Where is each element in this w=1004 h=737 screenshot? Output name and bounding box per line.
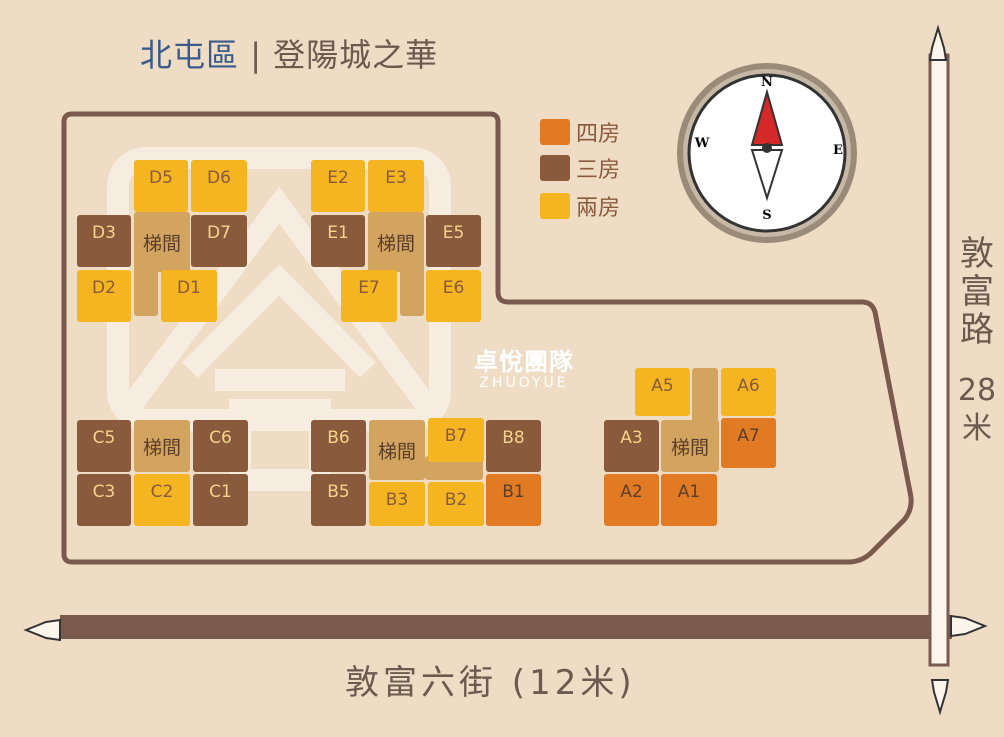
unit-d5: D5	[134, 160, 188, 212]
legend-swatch	[540, 193, 570, 219]
road-width-unit: 米	[962, 411, 992, 446]
compass-w: W	[694, 136, 710, 151]
stairwell-c: 梯間	[134, 420, 190, 472]
brand-watermark: 卓悅團隊 ZHUOYUE	[474, 342, 574, 391]
legend-four-room: 四房	[540, 116, 620, 148]
road-name-char: 路	[960, 310, 994, 350]
unit-a7: A7	[721, 418, 776, 468]
unit-e1: E1	[311, 215, 365, 267]
stairwell-e-corridor	[400, 268, 424, 316]
unit-e5: E5	[426, 215, 481, 267]
unit-b1: B1	[486, 474, 541, 526]
road-width-number: 28	[957, 373, 997, 408]
unit-a1: A1	[661, 474, 717, 526]
road-label-bottom: 敦富六街 (12米)	[345, 663, 636, 703]
road-dunfu-road	[928, 53, 950, 667]
brand-name-cn: 卓悅團隊	[474, 348, 574, 376]
unit-c5: C5	[77, 420, 131, 472]
unit-a5: A5	[635, 368, 690, 416]
legend-three-room: 三房	[540, 152, 620, 184]
unit-c3: C3	[77, 474, 131, 526]
legend-swatch	[540, 155, 570, 181]
unit-e3: E3	[368, 160, 424, 212]
unit-d2: D2	[77, 270, 131, 322]
unit-a3: A3	[604, 420, 659, 472]
legend-label: 四房	[576, 122, 621, 147]
unit-a6: A6	[721, 368, 776, 416]
unit-b7: B7	[428, 418, 484, 462]
unit-b3: B3	[369, 482, 425, 526]
unit-d1: D1	[161, 270, 217, 322]
unit-d3: D3	[77, 215, 131, 267]
site-boundary	[61, 111, 914, 565]
stairwell-d-corridor	[134, 268, 158, 316]
compass-icon: N S E W	[677, 63, 857, 243]
unit-b5: B5	[311, 474, 366, 526]
stairwell-d: 梯間	[134, 212, 190, 272]
unit-e6: E6	[426, 270, 481, 322]
legend-label: 三房	[576, 158, 621, 183]
unit-c2: C2	[134, 474, 190, 526]
stairwell-a-corridor	[692, 368, 718, 422]
legend-label: 兩房	[576, 196, 621, 221]
stairwell-b: 梯間	[369, 420, 425, 480]
project-name: 登陽城之華	[273, 36, 439, 74]
unit-b2: B2	[428, 482, 484, 526]
road-name-char: 富	[960, 272, 994, 312]
road-label-right-name: 敦 富 路	[955, 235, 999, 349]
unit-b8: B8	[486, 420, 541, 472]
title-separator: |	[250, 36, 262, 74]
unit-b6: B6	[311, 420, 366, 472]
legend-two-room: 兩房	[540, 190, 620, 222]
pointing-hand-icon	[23, 24, 988, 716]
unit-d6: D6	[191, 160, 247, 212]
unit-c1: C1	[193, 474, 248, 526]
brand-name-en: ZHUOYUE	[479, 375, 569, 391]
compass-e: E	[833, 143, 843, 158]
road-label-right-width: 28 米	[955, 372, 999, 448]
road-name-char: 敦	[960, 234, 994, 274]
legend-swatch	[540, 119, 570, 145]
page-title: 北屯區 | 登陽城之華	[140, 30, 438, 76]
stairwell-a: 梯間	[661, 420, 719, 472]
road-dunfu-6th-street	[60, 615, 952, 639]
district-name: 北屯區	[140, 36, 240, 74]
compass-n: N	[761, 75, 773, 90]
unit-a2: A2	[604, 474, 659, 526]
stairwell-e: 梯間	[368, 212, 424, 272]
unit-d7: D7	[191, 215, 247, 267]
unit-e2: E2	[311, 160, 365, 212]
unit-e7: E7	[341, 270, 397, 322]
compass-s: S	[762, 208, 771, 223]
unit-c6: C6	[193, 420, 248, 472]
